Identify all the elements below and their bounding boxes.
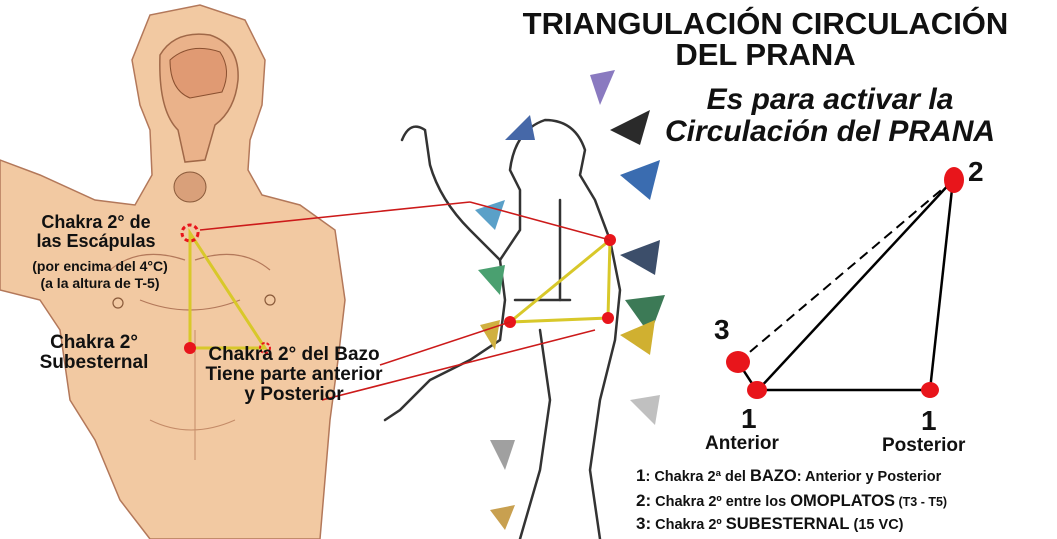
label-scapulae-note-2: (a la altura de T-5) xyxy=(40,275,160,291)
legend-item-2-num: 2: xyxy=(636,491,652,510)
right-nipple xyxy=(264,294,276,306)
geometric-triangle xyxy=(726,167,964,399)
body-point-spleen xyxy=(259,342,271,354)
page-subtitle: Es para activar la Circulación del PRANA xyxy=(620,84,1040,148)
anatomical-figure xyxy=(0,4,346,539)
figure-body xyxy=(0,4,346,539)
legend-item-2-post: (T3 - T5) xyxy=(895,495,948,509)
sketch-point-1 xyxy=(602,312,614,324)
legend-item-1-post: : Anterior y Posterior xyxy=(796,469,942,485)
geo-label-1-posterior-num: 1 xyxy=(921,405,937,436)
geo-label-1-anterior-num: 1 xyxy=(741,403,757,434)
left-nipple xyxy=(112,297,124,309)
body-triangle xyxy=(188,227,268,350)
title-line-1: TRIANGULACIÓN CIRCULACIÓN xyxy=(522,6,1009,41)
label-scapulae-note-1: (por encima del 4°C) xyxy=(32,258,168,274)
label-scapulae-notes: (por encima del 4°C) (a la altura de T-5… xyxy=(2,258,198,292)
legend-item-1-keyword: BAZO xyxy=(749,467,797,485)
geo-point-3 xyxy=(726,351,750,373)
legend-item-2-pre: Chakra 2º entre los xyxy=(651,494,791,510)
title-line-2: DEL PRANA xyxy=(675,37,856,72)
legend-item-2-keyword: OMOPLATOS xyxy=(790,492,896,510)
label-spleen-line-2: Tiene parte anterior xyxy=(205,364,383,385)
label-spleen-line-1: Chakra 2° del Bazo xyxy=(208,344,380,365)
body-point-scapulae xyxy=(180,223,200,243)
geo-point-1-anterior xyxy=(747,381,767,399)
geo-label-2: 2 xyxy=(968,156,984,187)
body-point-substernal xyxy=(184,342,196,354)
figure-brain xyxy=(169,47,227,99)
geo-point-1-posterior xyxy=(921,382,939,398)
figure-thyroid xyxy=(173,171,207,203)
page-title: TRIANGULACIÓN CIRCULACIÓN DEL PRANA xyxy=(488,8,1043,70)
legend-item-1-num: 1 xyxy=(636,466,646,485)
label-scapulae-line-1: Chakra 2° de xyxy=(41,212,151,232)
legend-item-3-pre: Chakra 2º xyxy=(651,517,726,533)
label-substernal-line-2: Subesternal xyxy=(39,352,149,373)
legend-item-3-num: 3: xyxy=(636,514,652,533)
geo-label-1-posterior: Posterior xyxy=(882,435,966,456)
label-scapulae-line-2: las Escápulas xyxy=(36,231,156,251)
legend-item-2: 2: Chakra 2º entre los OMOPLATOS (T3 - T… xyxy=(636,492,947,511)
geo-label-3: 3 xyxy=(714,314,730,345)
legend-item-1: 1: Chakra 2ª del BAZO: Anterior y Poster… xyxy=(636,467,941,486)
pointer-lines xyxy=(199,201,611,401)
geo-label-1-anterior: Anterior xyxy=(705,433,779,454)
legend-item-3-post: (15 VC) xyxy=(849,517,904,533)
sketch-triangle xyxy=(505,236,612,324)
sketch-figure xyxy=(383,118,622,539)
figure-abdomen-lines xyxy=(149,330,236,460)
label-scapulae: Chakra 2° de las Escápulas xyxy=(6,213,186,251)
legend-item-3: 3: Chakra 2º SUBESTERNAL (15 VC) xyxy=(636,515,904,534)
legend-item-3-keyword: SUBESTERNAL xyxy=(725,515,850,533)
legend-item-1-pre: : Chakra 2ª del xyxy=(645,469,750,485)
geo-point-2 xyxy=(944,167,964,193)
subtitle-line-2: Circulación del PRANA xyxy=(664,115,996,148)
label-substernal-line-1: Chakra 2° xyxy=(50,332,138,353)
label-spleen-line-3: y Posterior xyxy=(244,384,344,405)
aura-triangles xyxy=(475,70,665,530)
label-spleen: Chakra 2° del Bazo Tiene parte anterior … xyxy=(174,345,414,405)
label-substernal: Chakra 2° Subesternal xyxy=(14,333,174,373)
subtitle-line-1: Es para activar la xyxy=(706,83,954,116)
